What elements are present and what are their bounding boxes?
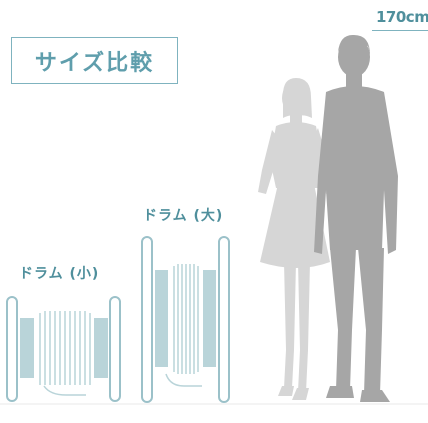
drum-large-right-flange	[218, 236, 230, 403]
woman-silhouette	[258, 78, 334, 400]
drum-small-right-flange	[109, 296, 121, 402]
drum-small-left-hub	[20, 318, 34, 378]
drum-large-left-hub	[155, 270, 168, 367]
drum-small-cable-lines	[39, 311, 91, 385]
height-marker-label: 170cm	[376, 8, 428, 26]
drum-large-cable-lines	[173, 264, 199, 374]
drum-large-right-hub	[203, 270, 216, 367]
drum-large-left-flange	[141, 236, 153, 403]
page-title: サイズ比較	[34, 50, 155, 76]
drum-large-label: ドラム (大)	[143, 208, 224, 224]
drum-large-illustration	[141, 236, 230, 403]
drum-small-label: ドラム (小)	[19, 266, 100, 282]
drum-small-left-flange	[6, 296, 18, 402]
height-marker-line	[372, 30, 428, 31]
title-box: サイズ比較	[11, 37, 178, 84]
drum-small-cable-end	[43, 385, 86, 396]
drum-small-illustration	[6, 296, 121, 402]
drum-small-right-hub	[94, 318, 108, 378]
drum-large-cable-end	[165, 373, 202, 387]
man-silhouette	[314, 34, 398, 402]
